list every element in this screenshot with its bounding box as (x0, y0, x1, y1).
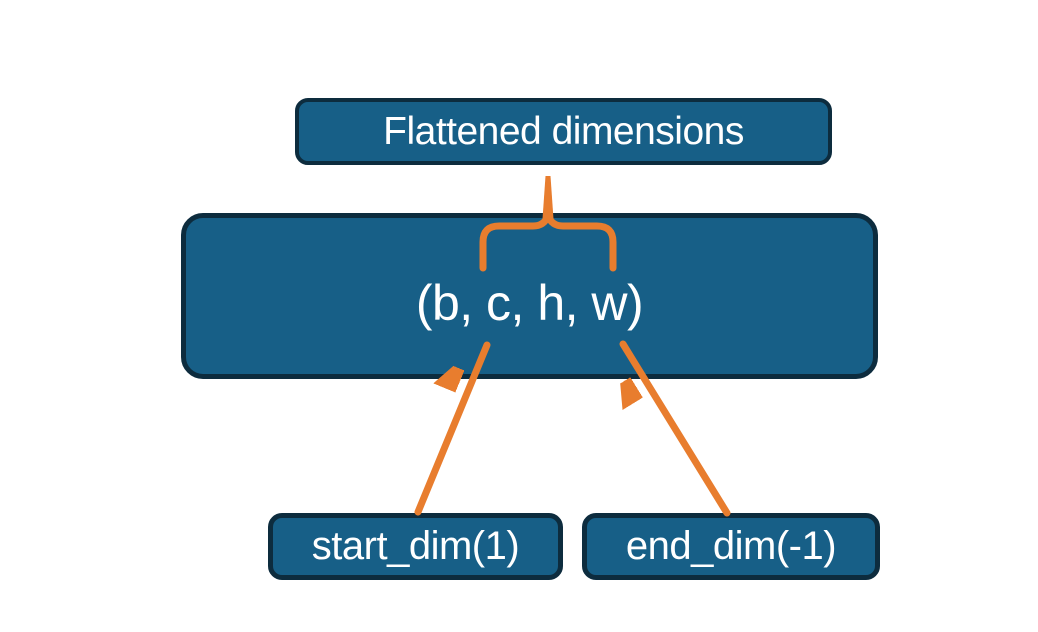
flattened-dimensions-label: Flattened dimensions (383, 109, 744, 153)
start-dim-box: start_dim(1) (268, 513, 563, 580)
tensor-shape-box: (b, c, h, w) (181, 213, 878, 379)
end-dim-box: end_dim(-1) (582, 513, 880, 580)
end-dim-label: end_dim(-1) (625, 524, 837, 568)
tensor-shape-label: (b, c, h, w) (415, 275, 644, 331)
flattened-dimensions-box: Flattened dimensions (295, 98, 832, 165)
start-dim-label: start_dim(1) (311, 524, 520, 568)
